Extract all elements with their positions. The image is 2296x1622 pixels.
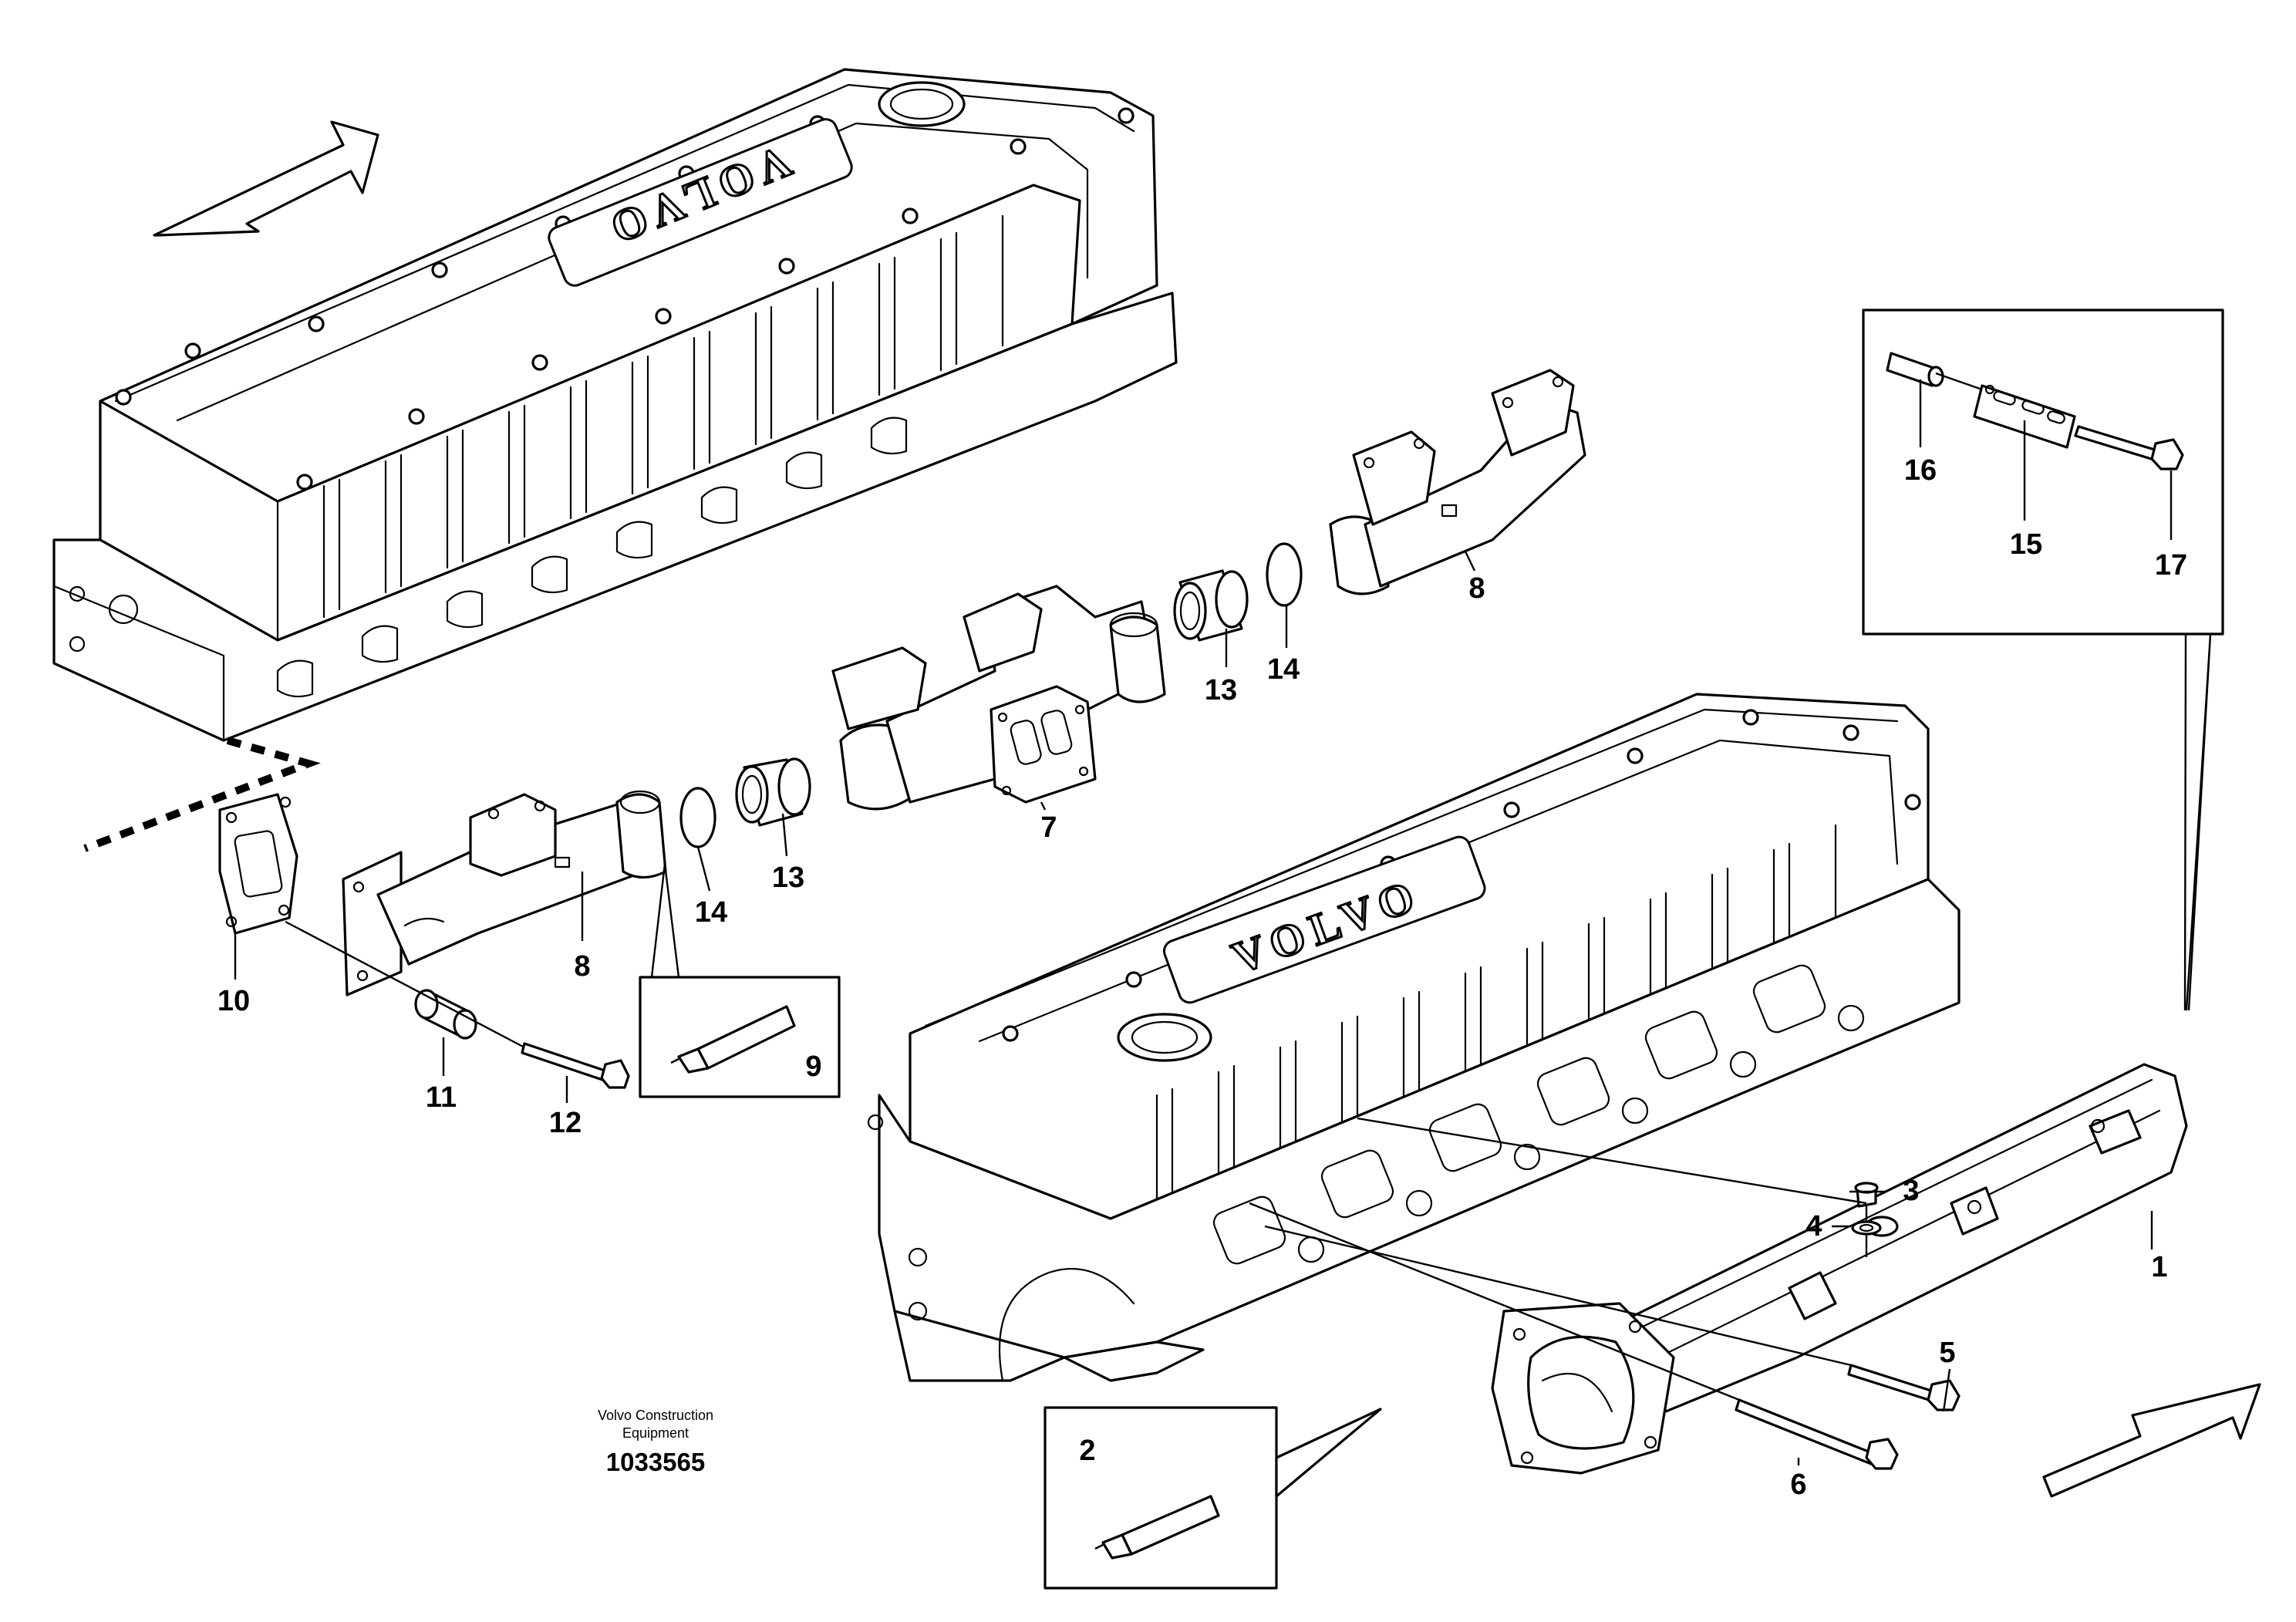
callout-leaders: [234, 551, 2153, 1465]
callout-14-left: 14: [695, 896, 727, 929]
sleeve-part-13-left: [735, 757, 811, 827]
callout-1: 1: [2151, 1251, 2167, 1283]
callout-9: 9: [805, 1050, 821, 1083]
bolt-part-5: [1847, 1364, 1961, 1411]
callout-17: 17: [2155, 549, 2187, 582]
callout-12: 12: [549, 1107, 582, 1139]
axis-line-10-12: [285, 920, 525, 1049]
manifold-section-part-8-right: [1329, 369, 1586, 595]
valve-cover-bolts: [115, 107, 1135, 491]
upper-head-ports: [276, 416, 908, 698]
callout-16: 16: [1904, 454, 1937, 487]
bracket-part-15: [1973, 384, 2076, 449]
bolt-part-12: [521, 1042, 630, 1089]
gasket-part-10: [218, 793, 298, 935]
spacer-sleeve-part-11: [414, 989, 477, 1040]
bolt-part-17: [2074, 425, 2184, 470]
manifold-section-part-8-left: [342, 790, 667, 996]
callout-8-left: 8: [574, 950, 590, 983]
callout-5: 5: [1939, 1337, 1955, 1369]
callout-15: 15: [2010, 528, 2042, 561]
inset-pointer-lines: [2183, 633, 2212, 1011]
callout-2: 2: [1079, 1435, 1095, 1467]
axis-line-head-manifold-3: [1249, 1202, 1740, 1401]
callout-11: 11: [426, 1081, 457, 1114]
callout-3: 3: [1903, 1175, 1919, 1207]
drawing-number: 1033565: [606, 1448, 705, 1476]
callout-7: 7: [1040, 811, 1057, 844]
sleeve-part-13-right: [1173, 569, 1249, 642]
axis-line-head-manifold-2: [1357, 1117, 1867, 1205]
company-name-line1: Volvo Construction: [598, 1408, 713, 1423]
callout-10: 10: [217, 985, 250, 1017]
sealant-tube-icon-2: [1121, 1495, 1220, 1556]
callout-8-right: 8: [1468, 572, 1485, 605]
o-ring-part-14-left: [679, 787, 716, 848]
callout-13-right: 13: [1205, 674, 1237, 706]
callout-14-right: 14: [1267, 653, 1300, 686]
manifold-section-part-7-center: [831, 585, 1166, 811]
washer-part-4: [1851, 1220, 1882, 1236]
sealant-tube-box-part-9: [639, 863, 841, 1098]
spacer-part-16: [1886, 352, 1944, 387]
front-direction-arrow-icon: [153, 120, 379, 237]
sealant-tube-box-part-2: [1043, 1406, 1382, 1590]
drawing-footer: Volvo Construction Equipment 1033565: [598, 1408, 713, 1476]
rear-direction-arrow-icon: [2042, 1383, 2261, 1498]
callout-4: 4: [1805, 1210, 1822, 1243]
upper-engine-cylinder-head: VOLVO: [52, 68, 1178, 742]
lower-head-exhaust-ports: [1212, 964, 1865, 1265]
valve-cover-ribs: [322, 214, 1004, 619]
callout-numbers: 1 2 3 4 5 6 7 8 8 9 10 11 12 13 13 14 14…: [217, 454, 2187, 1501]
lower-engine-cylinder-head: VOLVO: [867, 693, 1961, 1382]
callout-6: 6: [1790, 1469, 1806, 1501]
alignment-dashed-line: [83, 737, 321, 852]
lower-valve-cover-ribs: [1155, 824, 1837, 1205]
heat-shield-inset-box: [1862, 309, 2224, 636]
callout-13-left: 13: [772, 862, 804, 894]
o-ring-part-14-right: [1266, 542, 1303, 607]
bolt-part-6: [1735, 1398, 1899, 1470]
exhaust-manifold-part-1: [1491, 1063, 2188, 1475]
company-name-line2: Equipment: [622, 1425, 689, 1441]
sealant-tube-icon: [696, 1005, 796, 1070]
